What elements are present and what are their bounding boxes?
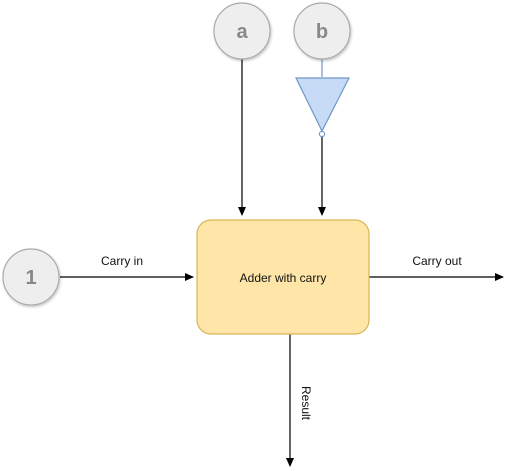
adder-label: Adder with carry	[240, 271, 327, 285]
input-node-b[interactable]	[293, 2, 351, 60]
input-a-label: a	[236, 21, 248, 43]
input-b-label: b	[316, 21, 328, 43]
input-node-one[interactable]	[2, 248, 60, 306]
adder-box[interactable]	[196, 219, 370, 335]
not-gate-icon[interactable]	[295, 77, 350, 138]
carry-in-label: Carry in	[101, 254, 143, 268]
input-one-label: 1	[25, 267, 36, 289]
result-label: Result	[299, 386, 313, 421]
carry-out-label: Carry out	[412, 254, 462, 268]
input-node-a[interactable]	[213, 2, 271, 60]
